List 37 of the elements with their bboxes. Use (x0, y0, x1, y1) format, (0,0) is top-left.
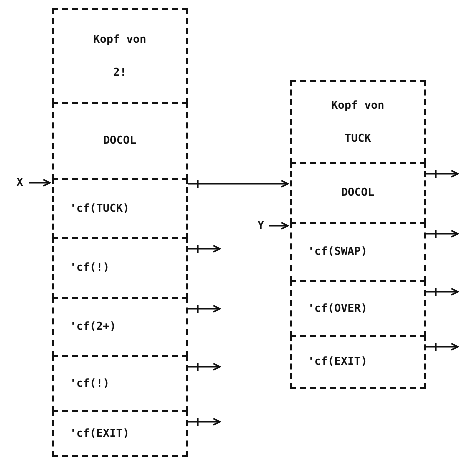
memory-cell (52, 297, 188, 357)
cell-text: 'cf(2+) (70, 320, 116, 334)
arrow (29, 179, 51, 187)
cell-text: DOCOL (103, 134, 137, 148)
cell-text: 'cf(!) (70, 261, 110, 275)
memory-cell (52, 178, 188, 239)
arrow (425, 229, 459, 239)
cell-text: 'cf(OVER) (308, 302, 368, 316)
memory-cell (290, 162, 426, 224)
memory-cell (52, 355, 188, 412)
cell-text: 'cf(EXIT) (308, 355, 368, 369)
memory-cell (52, 237, 188, 299)
pointer-label: X (16, 176, 24, 190)
cell-text: Kopf von TUCK (330, 98, 386, 147)
arrow (187, 304, 221, 314)
memory-cell (290, 280, 426, 337)
arrow (187, 244, 221, 254)
memory-cell (52, 102, 188, 180)
arrow (187, 179, 289, 189)
memory-cell (290, 335, 426, 389)
arrow (187, 362, 221, 372)
arrow (425, 287, 459, 297)
cell-text: 'cf(!) (70, 376, 110, 390)
memory-cell (52, 410, 188, 457)
arrow (187, 417, 221, 427)
cell-text: 'cf(EXIT) (70, 426, 130, 440)
cell-text: 'cf(SWAP) (308, 245, 368, 259)
arrow (425, 169, 459, 179)
arrow (425, 342, 459, 352)
cell-text: Kopf von 2! (92, 32, 148, 81)
pointer-label: Y (258, 219, 264, 233)
arrow (269, 222, 289, 230)
memory-cell (290, 80, 426, 164)
memory-cell (290, 222, 426, 282)
cell-text: DOCOL (341, 186, 375, 200)
cell-text: 'cf(TUCK) (70, 202, 130, 216)
memory-cell (52, 8, 188, 104)
